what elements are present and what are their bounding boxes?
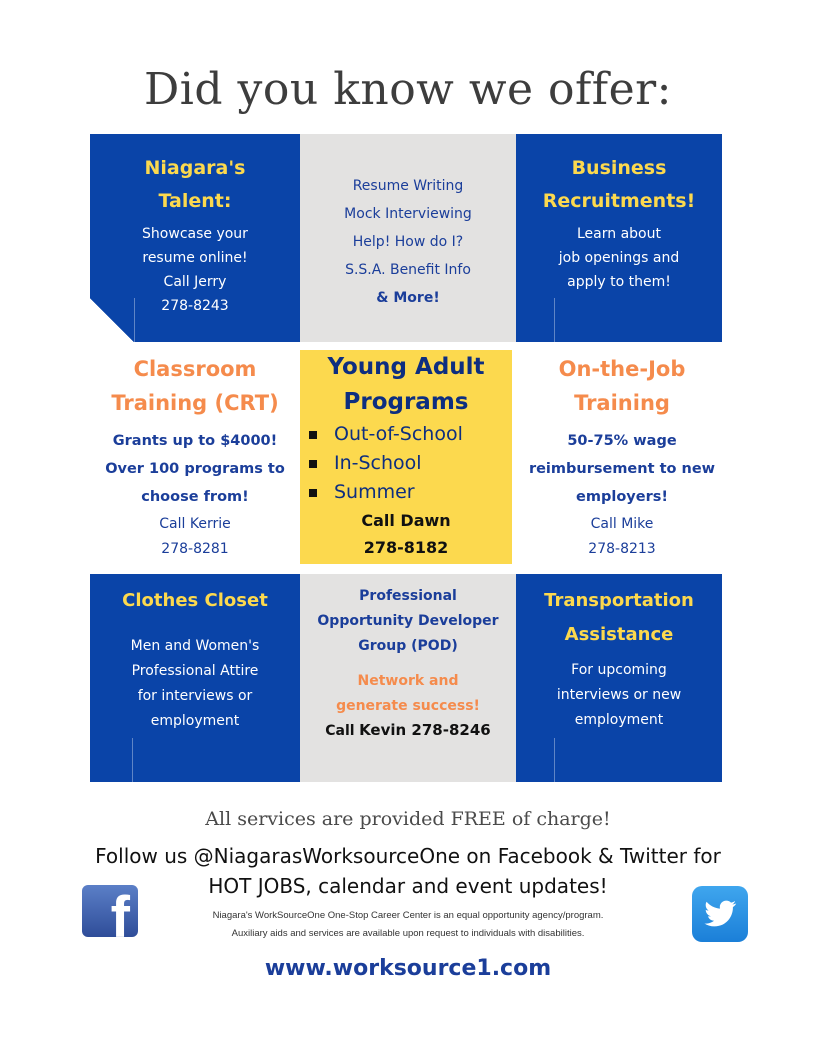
classroom-training-text: Grants up to $4000! Over 100 programs to…: [90, 427, 300, 561]
fold-line-decoration: [554, 738, 555, 782]
twitter-icon[interactable]: [692, 886, 748, 942]
pod-card: Professional Opportunity Developer Group…: [300, 574, 516, 782]
list-item: Out-of-School: [300, 420, 512, 449]
on-the-job-heading: On-the-Job Training: [558, 357, 686, 415]
resume-more-label: & More!: [376, 290, 440, 306]
transportation-card: Transportation Assistance For upcoming i…: [516, 574, 722, 782]
clothes-closet-card: Clothes Closet Men and Women's Professio…: [90, 574, 300, 782]
ojt-phone: 278-8213: [588, 541, 656, 557]
fold-line-decoration: [554, 298, 555, 342]
business-recruitments-text: Learn about job openings and apply to th…: [558, 226, 680, 290]
facebook-icon[interactable]: f: [82, 885, 138, 937]
clothes-closet-text: Men and Women's Professional Attire for …: [130, 638, 260, 729]
pod-heading: Professional Opportunity Developer Group…: [317, 588, 499, 654]
fold-line-decoration: [132, 738, 133, 782]
on-the-job-training-card: On-the-Job Training 50-75% wage reimburs…: [512, 350, 732, 564]
page-title: Did you know we offer:: [144, 64, 672, 115]
business-recruitments-card: Business Recruitments! Learn about job o…: [516, 134, 722, 342]
young-adult-heading: Young Adult Programs: [327, 354, 485, 415]
young-adult-phone: 278-8182: [363, 538, 449, 557]
resume-services-list: Resume Writing Mock Interviewing Help! H…: [300, 172, 516, 312]
young-adult-program-list: Out-of-School In-School Summer: [300, 420, 512, 507]
transportation-heading: Transportation Assistance: [544, 590, 694, 645]
ojt-call-label: Call Mike: [590, 516, 654, 532]
transportation-text: For upcoming interviews or new employmen…: [556, 662, 682, 728]
pod-tagline: Network and generate success!: [336, 673, 480, 714]
auxiliary-aids-notice: Auxiliary aids and services are availabl…: [231, 928, 585, 939]
pod-call-phone: Kevin 278-8246: [359, 721, 491, 739]
classroom-call-label: Call Kerrie: [159, 516, 231, 532]
page-fold-decoration: [90, 298, 134, 342]
young-adult-programs-card: Young Adult Programs Out-of-School In-Sc…: [300, 350, 512, 564]
classroom-training-heading: Classroom Training (CRT): [111, 357, 279, 415]
classroom-phone: 278-8281: [161, 541, 229, 557]
list-item: In-School: [300, 449, 512, 478]
follow-us-line-1: Follow us @NiagarasWorksourceOne on Face…: [95, 844, 721, 868]
list-item: Summer: [300, 478, 512, 507]
pod-call-label: Call: [325, 723, 355, 739]
business-recruitments-heading: Business Recruitments!: [542, 157, 696, 212]
clothes-closet-heading: Clothes Closet: [122, 590, 268, 611]
niagara-talent-card: Niagara's Talent: Showcase your resume o…: [90, 134, 300, 342]
follow-us-line-2: HOT JOBS, calendar and event updates!: [208, 874, 608, 898]
resume-services-card: Resume Writing Mock Interviewing Help! H…: [300, 134, 516, 342]
free-services-text: All services are provided FREE of charge…: [205, 808, 611, 830]
young-adult-call-label: Call Dawn: [361, 511, 451, 530]
niagara-talent-heading: Niagara's Talent:: [144, 157, 246, 212]
website-link[interactable]: www.worksource1.com: [264, 956, 552, 981]
classroom-training-card: Classroom Training (CRT) Grants up to $4…: [90, 350, 300, 564]
niagara-talent-text: Showcase your resume online! Call Jerry …: [142, 226, 248, 314]
on-the-job-text: 50-75% wage reimbursement to new employe…: [512, 427, 732, 561]
equal-opportunity-notice: Niagara's WorkSourceOne One-Stop Career …: [212, 910, 604, 921]
pod-call: Call Kevin 278-8246: [300, 719, 516, 742]
fold-line-decoration: [134, 298, 135, 342]
